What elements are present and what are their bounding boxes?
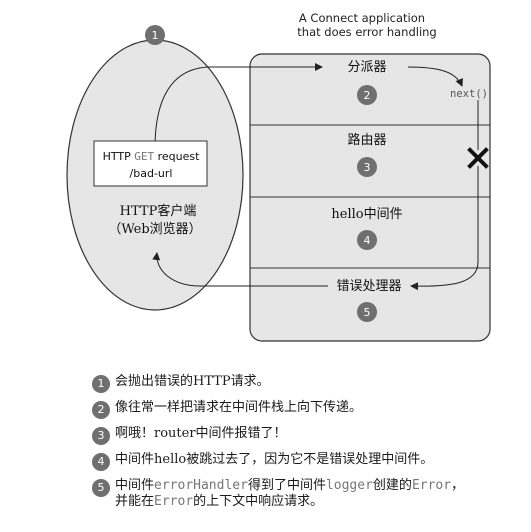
code-fragment: logger [325,478,373,493]
step-badge: 1 [92,375,110,393]
note-fragment: 的上下文中响应请求。 [193,494,324,509]
stage-step-number: 4 [364,234,371,247]
step-note-text: 中间件hello被跳过去了，因为它不是错误处理中间件。 [115,452,433,468]
note-fragment: 中间件 [115,478,155,493]
error-handling-diagram: A Connect application that does error ha… [66,11,491,342]
note-fragment: 中间件hello被跳过去了，因为它不是错误处理中间件。 [115,452,434,467]
step-note-text: 会抛出错误的HTTP请求。 [115,374,270,390]
diagram-title-line1: A Connect application [299,11,425,25]
step-note-text: 像往常一样把请求在中间件栈上向下传递。 [115,400,362,416]
stage-dispatcher: 分派器 2 [347,60,387,105]
stage-label: 路由器 [347,132,386,148]
step-note: 2 像往常一样把请求在中间件栈上向下传递。 [92,400,522,419]
http-request-path: /bad-url [130,167,173,180]
stage-router: 路由器 3 [347,132,387,177]
step-note: 1 会抛出错误的HTTP请求。 [92,374,522,393]
diagram-title-line2: that does error handling [297,25,436,39]
error-x-icon [467,147,489,169]
code-fragment: Error [411,478,452,493]
request-method: GET [134,150,154,163]
request-to-dispatcher-arrow [154,63,323,149]
client-step-number: 1 [152,29,159,42]
code-fragment: Error [154,494,194,509]
step-badge: 2 [92,401,110,419]
note-fragment: 啊哦！router中间件报错了！ [115,426,287,441]
note-fragment: 创建的 [372,478,412,493]
dispatcher-to-next-arrow [407,66,463,87]
step-note-text: 啊哦！router中间件报错了！ [115,426,287,442]
step-badge: 4 [92,453,110,471]
stage-label: 分派器 [347,60,386,75]
step-badge: 5 [92,479,110,497]
stage-hello-middleware: hello中间件 4 [331,207,403,250]
note-fragment: 会抛出错误的HTTP请求。 [115,374,270,389]
request-suffix: request [154,150,200,163]
step-notes-list: 1 会抛出错误的HTTP请求。 2 像往常一样把请求在中间件栈上向下传递。 3 啊哦！ro… [92,374,522,517]
code-fragment: errorHandler [154,478,248,493]
note-fragment: 并能在 [115,494,155,509]
error-to-handler-arrow [410,166,479,291]
stage-error-handler: 错误处理器 5 [336,279,402,322]
http-request-box [93,140,208,187]
note-fragment: ， [451,478,465,493]
step-note: 3 啊哦！router中间件报错了！ [92,426,522,445]
handler-response-arrow [152,252,328,287]
stage-label: hello中间件 [331,207,402,222]
step-note: 4 中间件hello被跳过去了，因为它不是错误处理中间件。 [92,452,522,471]
step-badge: 3 [92,427,110,445]
client-label-line2: （Web浏览器） [108,221,201,237]
client-step-badge: 1 [145,25,165,45]
next-call-label: next() [450,88,488,100]
stage-label: 错误处理器 [336,279,401,294]
stage-step-number: 2 [364,89,371,102]
step-note-text: 中间件errorHandler得到了中间件logger创建的Error，并能在E… [115,478,464,510]
stage-step-number: 3 [364,161,371,174]
note-fragment: 得到了中间件 [247,478,326,493]
client-label-line1: HTTP客户端 [120,203,197,219]
http-request-line1: HTTP GET request [103,150,201,163]
note-fragment: 像往常一样把请求在中间件栈上向下传递。 [115,400,363,415]
request-prefix: HTTP [103,150,135,163]
stage-step-number: 5 [364,306,371,319]
